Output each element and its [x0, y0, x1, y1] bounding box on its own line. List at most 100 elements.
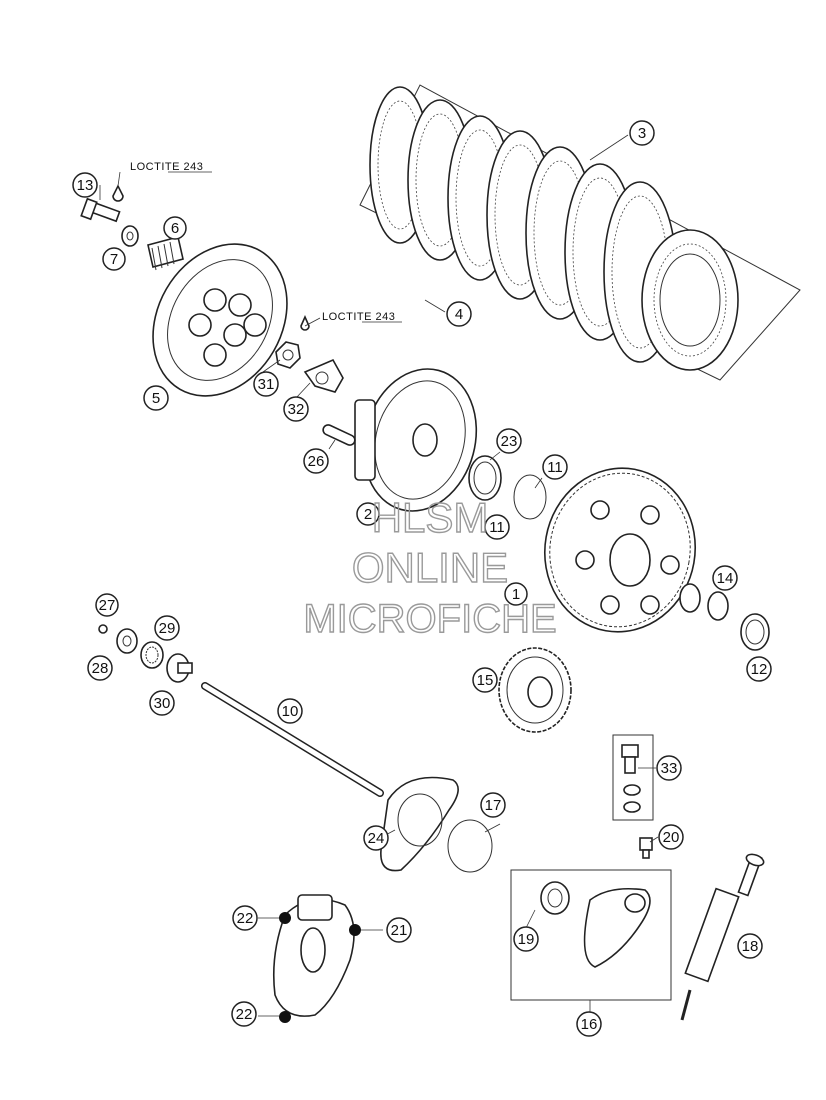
callout: 3 — [629, 120, 655, 146]
watermark: HLSM ONLINE MICROFICHE — [303, 493, 558, 641]
callout: 10 — [277, 698, 303, 724]
watermark-line: ONLINE — [352, 544, 508, 591]
ball-27 — [98, 624, 108, 634]
inner-clutch-hub — [354, 368, 478, 512]
callout: 22 — [231, 1001, 257, 1027]
callout-label: 18 — [742, 938, 759, 955]
callout-label: 13 — [77, 177, 94, 194]
gasket-24 — [380, 776, 459, 872]
callout-label: 5 — [152, 390, 160, 407]
outer-clutch-basket — [543, 467, 697, 633]
watermark-line: HLSM — [372, 494, 489, 541]
screw-kit-33 — [612, 734, 654, 821]
needle-bearing-14 — [679, 583, 729, 621]
callout-label: 29 — [159, 620, 176, 637]
callout: 29 — [154, 615, 180, 641]
clutch-disc-stack — [359, 84, 801, 381]
syringe-18 — [680, 853, 765, 1021]
callout-label: 31 — [258, 376, 275, 393]
washer-7 — [121, 225, 139, 247]
thrust-washer-23 — [468, 455, 502, 501]
callout-label: 11 — [547, 459, 563, 476]
callout: 4 — [446, 301, 472, 327]
callout: 13 — [72, 172, 98, 198]
callout-label: 21 — [391, 922, 408, 939]
callout: 28 — [87, 655, 113, 681]
callout-label: 15 — [477, 672, 494, 689]
washer-12 — [740, 613, 770, 651]
callout: 24 — [363, 825, 389, 851]
lock-washer-32 — [303, 358, 344, 393]
callout-label: 11 — [489, 519, 505, 536]
loctite-drop — [300, 315, 310, 331]
slave-cylinder-kit-16 — [510, 869, 672, 1001]
callout: 20 — [658, 824, 684, 850]
callout: 30 — [149, 690, 175, 716]
leader-lines — [99, 134, 659, 1017]
circlip-11 — [513, 474, 547, 520]
callout-label: 28 — [92, 660, 109, 677]
callout: 6 — [163, 216, 187, 240]
callout: 18 — [737, 933, 763, 959]
loctite-note: LOCTITE 243 — [322, 311, 395, 323]
callout: 22 — [232, 905, 258, 931]
callout-label: 33 — [661, 760, 678, 777]
callout: 19 — [513, 926, 539, 952]
callout-label: 7 — [110, 251, 118, 268]
watermark-line: MICROFICHE — [303, 597, 556, 641]
callout: 2 — [356, 502, 380, 526]
callout-label: 27 — [99, 597, 116, 614]
bearing-29 — [140, 641, 164, 669]
callout-label: 23 — [501, 433, 518, 450]
loctite-note: LOCTITE 243 — [130, 161, 203, 173]
clutch-cover — [272, 894, 361, 1023]
gear-15 — [498, 647, 572, 733]
callout-label: 19 — [518, 931, 535, 948]
callout: 27 — [95, 593, 119, 617]
callout: 14 — [712, 565, 738, 591]
callout-label: 20 — [663, 829, 680, 846]
callout: 16 — [576, 1011, 602, 1037]
washer-28 — [116, 628, 138, 654]
callout: 33 — [656, 755, 682, 781]
callout: 5 — [143, 385, 169, 411]
callout: 12 — [746, 656, 772, 682]
callout: 1 — [504, 582, 528, 606]
pin-26 — [322, 424, 356, 446]
callout-label: 4 — [455, 306, 463, 323]
bolt-20 — [639, 837, 653, 859]
o-ring-17 — [447, 819, 493, 873]
callout-label: 10 — [282, 703, 299, 720]
callout: 17 — [480, 792, 506, 818]
nut-31 — [275, 341, 301, 369]
bolt-13 — [80, 197, 121, 223]
callout-label: 12 — [751, 661, 768, 678]
callout: 32 — [283, 396, 309, 422]
callout-label: 32 — [288, 401, 305, 418]
callout: 21 — [386, 917, 412, 943]
callout: 31 — [253, 371, 279, 397]
callout: 26 — [303, 448, 329, 474]
callout-label: 14 — [717, 570, 734, 587]
callout: 11 — [542, 454, 568, 480]
callout-label: 2 — [364, 506, 372, 523]
callout-label: 1 — [512, 586, 520, 603]
callout: 23 — [496, 428, 522, 454]
spring-6 — [147, 236, 184, 271]
callout-label: 26 — [308, 453, 325, 470]
callout-label: 30 — [154, 695, 171, 712]
clutch-disc — [641, 229, 739, 371]
loctite-drop — [112, 184, 124, 202]
callout-label: 17 — [485, 797, 502, 814]
callout-label: 22 — [236, 1006, 253, 1023]
callout: 7 — [102, 247, 126, 271]
callout-label: 24 — [368, 830, 385, 847]
callout-label: 22 — [237, 910, 254, 927]
callout-label: 6 — [171, 220, 179, 237]
seal-19 — [540, 881, 570, 915]
callout: 15 — [472, 667, 498, 693]
pressure-plate — [152, 243, 288, 397]
pressure-piece-30 — [166, 653, 193, 683]
callout-label: 3 — [638, 125, 646, 142]
